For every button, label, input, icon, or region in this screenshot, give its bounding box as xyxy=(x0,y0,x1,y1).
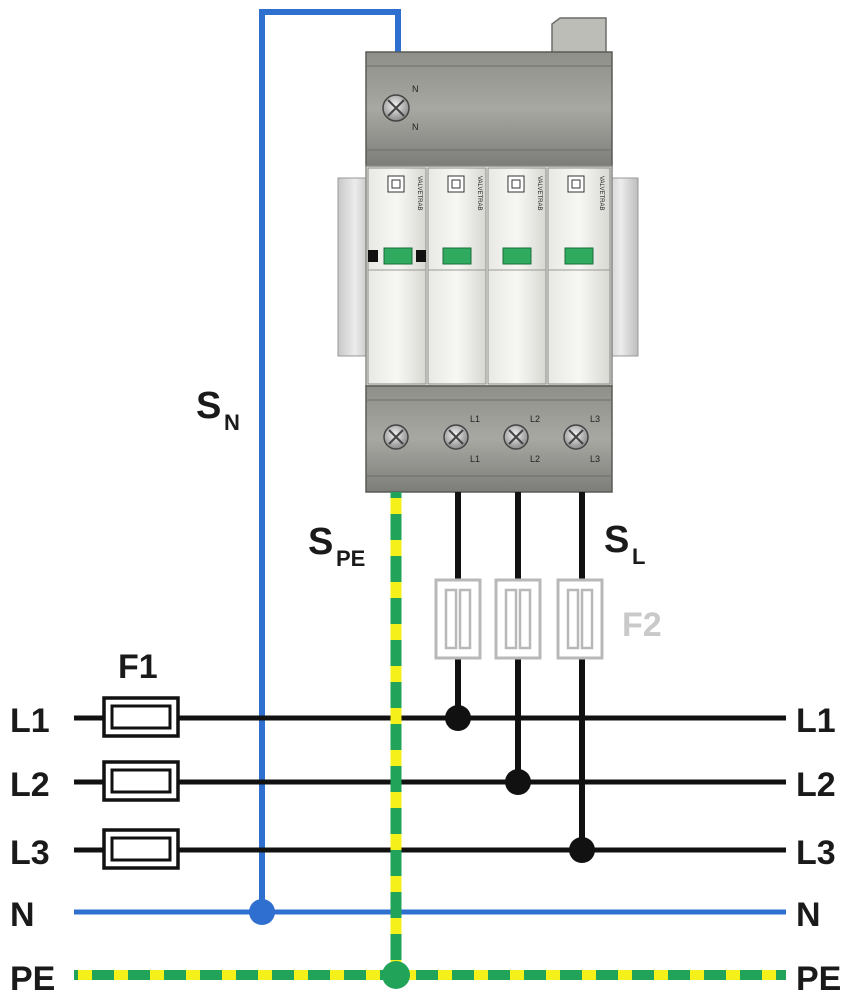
spe-label-main: S xyxy=(308,521,333,563)
protection-module-2 xyxy=(427,167,487,385)
rail-label-n-right: N xyxy=(796,896,821,934)
module-4-brand: VALVETRAB xyxy=(598,176,604,210)
rail-label-l2-right: L2 xyxy=(796,766,836,804)
rail-label-l3-right: L3 xyxy=(796,834,836,872)
module-1-status-indicator xyxy=(383,247,413,265)
l2-terminal-screw-icon xyxy=(503,424,529,450)
l3-terminal-screw-icon xyxy=(563,424,589,450)
terminal-label-l3-bottom: L3 xyxy=(590,454,600,464)
module-2-brand: VALVETRAB xyxy=(476,176,482,210)
f2-label: F2 xyxy=(622,606,662,644)
rail-label-l1-left: L1 xyxy=(10,702,50,740)
module-2-status-indicator xyxy=(442,247,472,265)
f2-fuse-l2 xyxy=(494,578,542,660)
module-3-status-indicator xyxy=(502,247,532,265)
protection-module-1 xyxy=(367,167,427,385)
l1-junction-dot xyxy=(445,705,471,731)
top-terminal-label-1: N xyxy=(412,84,419,94)
sl-label-sub: L xyxy=(632,544,645,569)
sn-label-sub: N xyxy=(224,410,240,435)
surge-protection-device: N N xyxy=(337,17,639,493)
f2-fuse-l3 xyxy=(556,578,604,660)
f1-fuse-l2 xyxy=(102,760,180,802)
sn-label-main: S xyxy=(196,385,221,427)
rail-label-l3-left: L3 xyxy=(10,834,50,872)
protection-module-4 xyxy=(547,167,611,385)
l2-junction-dot xyxy=(505,769,531,795)
n-junction-dot xyxy=(249,899,275,925)
pe-terminal-screw-icon xyxy=(383,424,409,450)
spe-label-sub: PE xyxy=(336,546,365,571)
l3-junction-dot xyxy=(569,837,595,863)
terminal-label-l2-bottom: L2 xyxy=(530,454,540,464)
sl-label-main: S xyxy=(604,519,629,561)
sn-conductor xyxy=(259,9,401,912)
n-terminal-screw-icon xyxy=(382,94,410,122)
protection-module-3 xyxy=(487,167,547,385)
f1-fuse-l3 xyxy=(102,828,180,870)
f2-fuse-l1 xyxy=(434,578,482,660)
rail-label-n-left: N xyxy=(10,896,35,934)
terminal-label-l3-top: L3 xyxy=(590,414,600,424)
rail-label-l1-right: L1 xyxy=(796,702,836,740)
module-3-brand: VALVETRAB xyxy=(536,176,542,210)
f1-label: F1 xyxy=(118,648,158,686)
rail-label-pe-right: PE xyxy=(796,960,841,998)
terminal-label-l1-bottom: L1 xyxy=(470,454,480,464)
rail-label-l2-left: L2 xyxy=(10,766,50,804)
pe-junction-dot xyxy=(382,961,410,989)
top-terminal-label-2: N xyxy=(412,122,419,132)
rail-label-pe-left: PE xyxy=(10,960,55,998)
f1-fuse-l1 xyxy=(102,696,180,738)
terminal-label-l1-top: L1 xyxy=(470,414,480,424)
module-4-status-indicator xyxy=(564,247,594,265)
terminal-label-l2-top: L2 xyxy=(530,414,540,424)
l1-terminal-screw-icon xyxy=(443,424,469,450)
module-1-brand: VALVETRAB xyxy=(416,176,422,210)
